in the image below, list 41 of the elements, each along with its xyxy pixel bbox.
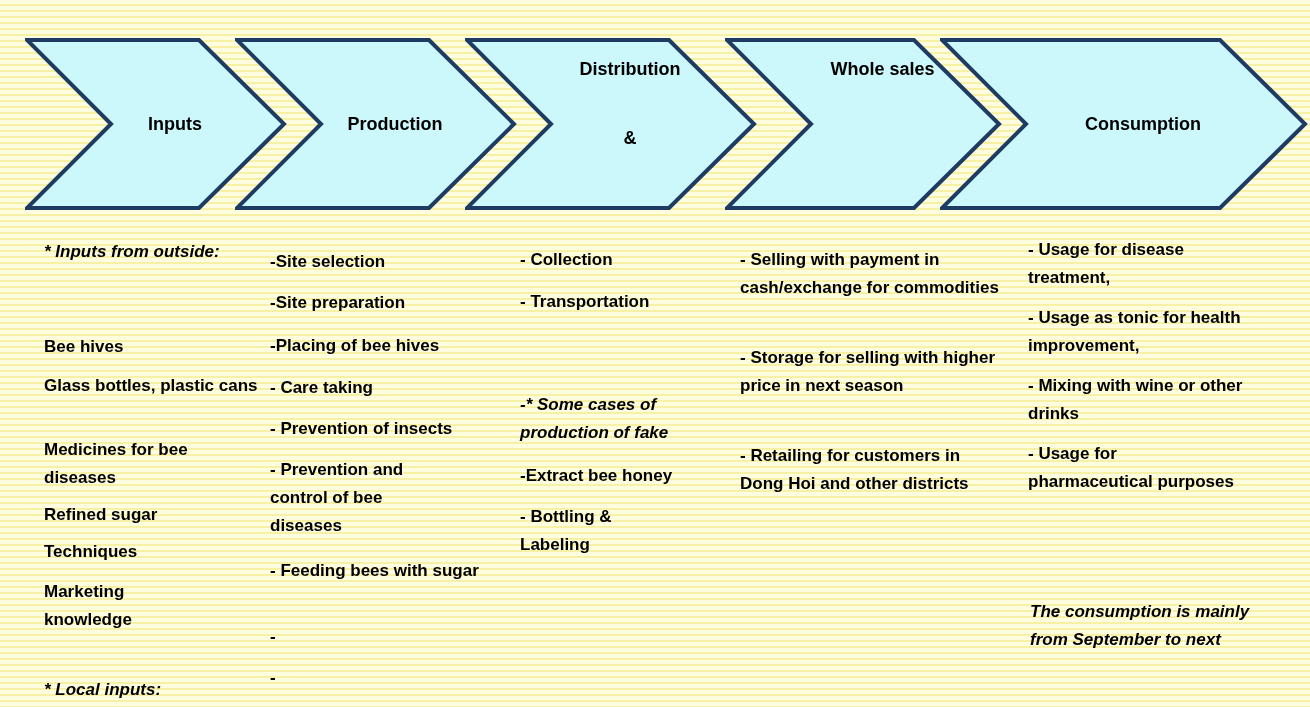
list-item: - Retailing for customers in Dong Hoi and other districts: [740, 445, 970, 495]
list-item: - Collection: [520, 249, 614, 271]
list-item: Bee hives: [44, 336, 125, 358]
list-item: -Site preparation: [270, 292, 407, 314]
stage-banner: [25, 38, 287, 210]
list-item: -: [270, 626, 277, 648]
list-item: - Usage for disease treatment,: [1028, 239, 1185, 289]
list-item: -: [270, 667, 277, 689]
list-item: Medicines for bee diseases: [44, 439, 189, 489]
list-item: - Selling with payment in cash/exchange for commodities: [740, 249, 1000, 299]
stage-label: Consumption: [1085, 112, 1201, 136]
stage-banner: [235, 38, 517, 210]
italic-note: The consumption is mainly from September to next: [1030, 601, 1251, 651]
list-item: - Usage for pharmaceutical purposes: [1028, 443, 1235, 493]
list-item: Techniques: [44, 541, 139, 563]
italic-note: -* Some cases of production of fake: [520, 394, 670, 444]
list-item: - Mixing with wine or other drinks: [1028, 375, 1244, 425]
stage-label: &: [623, 127, 637, 150]
stage-label: Whole sales: [830, 58, 935, 81]
list-item: - Prevention of insects: [270, 418, 454, 440]
list-item: -Extract bee honey: [520, 465, 674, 487]
list-item: - Feeding bees with sugar: [270, 560, 480, 582]
list-item: - Prevention and control of bee diseases: [270, 459, 405, 537]
list-item: -Placing of bee hives: [270, 335, 441, 357]
list-item: - Transportation: [520, 291, 651, 313]
stage-label: Distribution: [579, 58, 681, 81]
list-item: - Bottling & Labeling: [520, 506, 613, 556]
list-item: -Site selection: [270, 251, 387, 273]
list-item: - Care taking: [270, 377, 374, 399]
stage-banner: [465, 38, 757, 210]
stage-label: Production: [347, 112, 443, 136]
list-item: Glass bottles, plastic cans: [44, 375, 259, 397]
list-item: Marketing knowledge: [44, 581, 133, 631]
stage-label: Inputs: [148, 112, 202, 136]
italic-note: * Inputs from outside:: [44, 241, 221, 263]
stage-banner: [725, 38, 1002, 210]
list-item: - Usage as tonic for health improvement,: [1028, 307, 1242, 357]
list-item: Refined sugar: [44, 504, 159, 526]
italic-note: * Local inputs:: [44, 679, 163, 701]
list-item: - Storage for selling with higher price in next season: [740, 347, 997, 397]
stage-banner: [940, 38, 1308, 210]
